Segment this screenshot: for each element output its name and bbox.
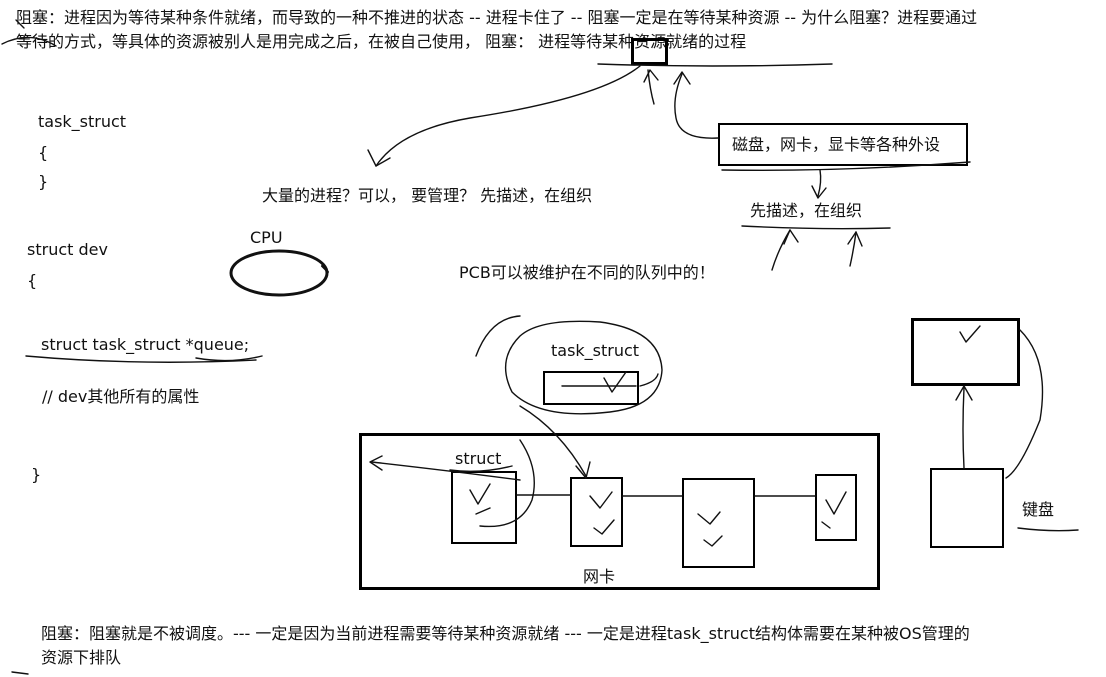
arrowhead-3 [643, 69, 659, 83]
bottom-note: 阻塞：阻塞就是不被调度。--- 一定是因为当前进程需要等待某种资源就绪 --- … [41, 622, 1101, 670]
top-note-line1: 阻塞：进程因为等待某种条件就绪，而导致的一种不推进的状态 -- 进程卡住了 --… [16, 8, 978, 27]
arrowhead-9 [955, 385, 973, 401]
queue-underline-2 [195, 355, 263, 362]
node1-mark [469, 483, 491, 515]
cpu-ellipse-tail [321, 265, 329, 273]
keyboard-top-box [911, 318, 1020, 386]
arrowhead-1 [367, 149, 391, 167]
loop-tail [475, 315, 521, 357]
struct-dev-comment: // dev其他所有的属性 [42, 387, 200, 406]
keyboard-curve [1005, 329, 1044, 479]
keyboard-top-tick [959, 325, 981, 343]
arrowhead-4 [811, 185, 827, 199]
arrowhead-5 [783, 229, 799, 245]
bottom-left-stroke [11, 671, 29, 675]
devices-box-text: 磁盘，网卡，显卡等各种外设 [732, 135, 941, 154]
queue-node-4 [815, 474, 857, 541]
top-note: 阻塞：进程因为等待某种条件就绪，而导致的一种不推进的状态 -- 进程卡住了 --… [16, 6, 1106, 54]
describe-organize-text: 先描述，在组织 [750, 201, 863, 220]
top-note-line2: 等待的方式，等具体的资源被别人是用完成之后，在被自己使用， 阻塞： 进程等待某种… [16, 32, 747, 51]
struct-label: struct [455, 449, 502, 468]
nic-label: 网卡 [583, 567, 616, 586]
keyboard-arrow-up [962, 387, 965, 469]
arrow-to-queue [519, 405, 587, 477]
node2-mark [589, 491, 615, 535]
arrowhead-2 [673, 71, 691, 85]
arrowhead-8 [369, 455, 383, 471]
queue-underline [25, 355, 257, 363]
arrow-up-2 [647, 69, 655, 105]
struct-dev-decl: struct dev [27, 240, 108, 259]
task-struct-tick [603, 371, 627, 393]
diagram-task-struct-label: task_struct [551, 341, 640, 360]
describe-underline [741, 225, 891, 230]
question-text: 大量的进程？可以， 要管理？ 先描述，在组织 [262, 186, 593, 205]
arrow-to-task-struct [375, 65, 641, 167]
nic-container [359, 433, 880, 590]
cpu-ellipse [229, 249, 329, 297]
struct-dev-queue-member: struct task_struct *queue; [41, 335, 250, 354]
devices-box: 磁盘，网卡，显卡等各种外设 [718, 123, 968, 166]
pcb-queue-text: PCB可以被维护在不同的队列中的！ [459, 263, 715, 282]
queue-node-1 [451, 471, 517, 544]
arrow-devices-down [817, 169, 822, 197]
keyboard-box [930, 468, 1004, 548]
keyboard-label: 键盘 [1022, 500, 1055, 519]
arrow-out-left [371, 461, 521, 481]
queue-node-2 [570, 477, 623, 547]
arrow-describe-2 [849, 231, 857, 267]
devices-underline [721, 161, 971, 172]
top-left-tick [15, 19, 25, 29]
task-struct-loop [504, 320, 663, 415]
task-struct-close-brace: } [38, 172, 49, 191]
struct-dev-open-brace: { [27, 271, 38, 290]
node4-mark [821, 491, 847, 529]
task-struct-name: task_struct [38, 112, 127, 131]
node-loop [479, 439, 535, 528]
struct-underline [449, 465, 513, 473]
bottom-note-line2: 资源下排队 [41, 648, 122, 667]
arrow-devices-up [674, 73, 719, 139]
bottom-note-line1: 阻塞：阻塞就是不被调度。--- 一定是因为当前进程需要等待某种资源就绪 --- … [41, 624, 970, 643]
task-struct-open-brace: { [38, 143, 49, 162]
node3-mark [697, 511, 723, 547]
task-struct-arc [639, 373, 659, 387]
cpu-label: CPU [250, 228, 283, 247]
arrowhead-7 [575, 461, 591, 479]
arrowhead-6 [847, 231, 863, 247]
highlight-box [631, 38, 668, 65]
task-struct-node [543, 371, 639, 405]
keyboard-underline [1017, 527, 1079, 532]
queue-node-3 [682, 478, 755, 568]
struct-dev-close-brace: } [31, 465, 42, 484]
top-underline [597, 63, 833, 67]
top-left-arc [1, 36, 57, 47]
